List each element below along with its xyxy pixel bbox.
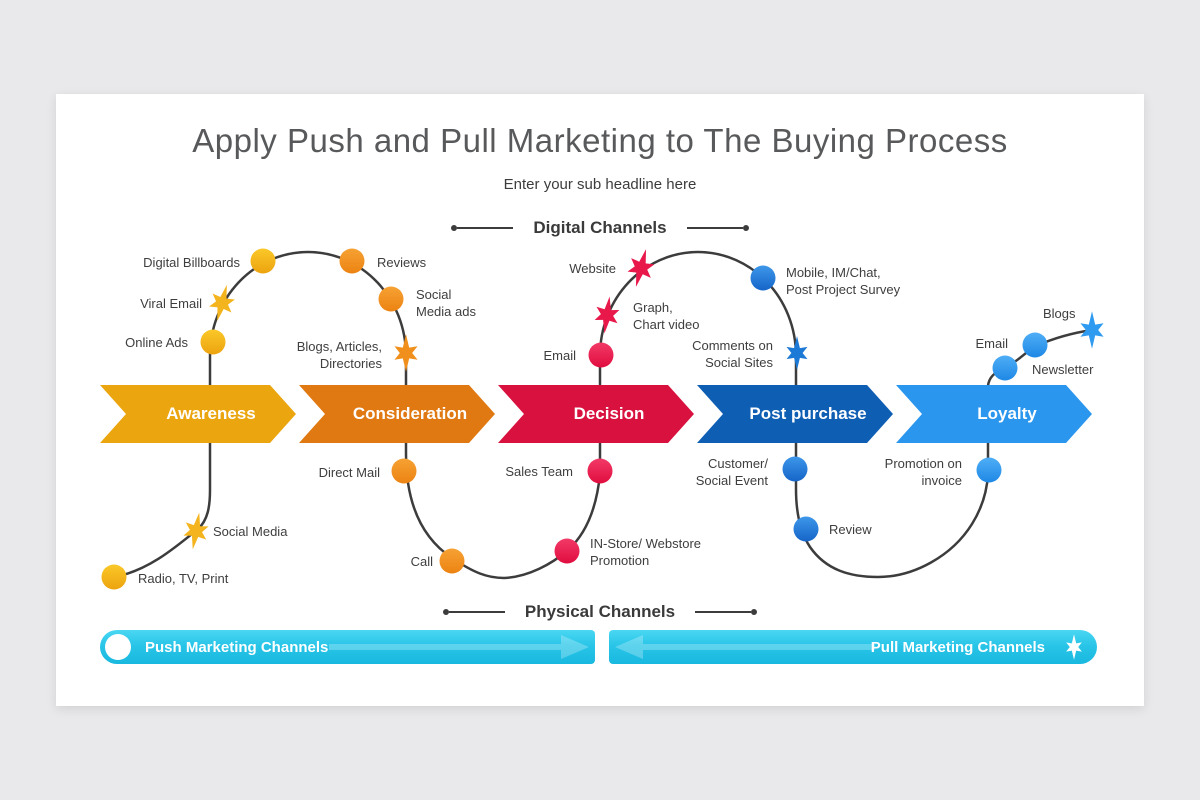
marker-reviews-circle (339, 248, 365, 274)
marker-blogs-articles-star (394, 334, 418, 372)
label-newsletter: Newsletter (1032, 362, 1094, 377)
pull-marketing-bar: Pull Marketing Channels (609, 630, 1097, 664)
label-customer-social-event: Customer/ Social Event (695, 456, 768, 488)
marker-mobile-circle (750, 265, 776, 291)
divider-line (457, 227, 514, 229)
stage-arrow-decision (498, 385, 694, 443)
marker-promotion-invoice-circle (976, 457, 1002, 483)
digital-channels-label: Digital Channels (533, 218, 667, 237)
label-graph-chart-video: Graph, Chart video (633, 300, 700, 332)
journey-curve (113, 250, 1093, 580)
line-dot (742, 225, 749, 231)
line-dot (451, 225, 458, 231)
label-reviews: Reviews (377, 255, 427, 270)
pull-star-icon (1059, 632, 1089, 662)
label-review: Review (829, 522, 872, 537)
stage-label-awareness: Awareness (166, 404, 256, 423)
label-email-loyalty: Email (975, 336, 1008, 351)
marker-direct-mail-circle (391, 458, 417, 484)
label-direct-mail: Direct Mail (318, 465, 380, 480)
label-social-media: Social Media (213, 524, 288, 539)
marker-email-decision-circle (588, 342, 614, 368)
page-title: Apply Push and Pull Marketing to The Buy… (192, 122, 1008, 159)
stage-label-post-purchase: Post purchase (749, 404, 867, 423)
page-subtitle: Enter your sub headline here (503, 176, 697, 193)
label-website: Website (569, 261, 616, 276)
label-call: Call (410, 554, 433, 569)
label-email-decision: Email (543, 348, 576, 363)
label-viral-email: Viral Email (140, 296, 202, 311)
divider-line (695, 611, 752, 613)
marker-online-ads-circle (200, 329, 226, 355)
stage-label-loyalty: Loyalty (977, 404, 1037, 423)
marker-radio-tv-print-circle (101, 564, 127, 590)
left-arrow-icon (615, 635, 875, 659)
buying-process-diagram (100, 245, 1104, 590)
label-mobile-im-chat: Mobile, IM/Chat, Post Project Survey (786, 265, 901, 297)
line-dot (751, 609, 758, 615)
marker-social-media-ads-circle (378, 286, 404, 312)
marker-graph-chart-star (592, 294, 622, 336)
label-blogs-articles-directories: Blogs, Articles, Directories (296, 339, 382, 371)
stage-arrow-loyalty (896, 385, 1092, 443)
divider-line (686, 227, 743, 229)
push-marketing-bar: Push Marketing Channels (100, 630, 595, 664)
stage-arrow-consideration (299, 385, 495, 443)
right-arrow-icon (329, 635, 589, 659)
digital-channels-header: Digital Channels (56, 218, 1144, 238)
label-social-media-ads: Social Media ads (416, 287, 476, 319)
marker-newsletter-circle (1022, 332, 1048, 358)
pull-bar-label: Pull Marketing Channels (870, 638, 1045, 656)
line-dot (442, 609, 449, 615)
label-in-store-webstore: IN-Store/ Webstore Promotion (590, 536, 702, 568)
marker-comments-star (786, 336, 808, 370)
label-digital-billboards: Digital Billboards (143, 255, 240, 270)
marker-call-circle (439, 548, 465, 574)
push-bar-label: Push Marketing Channels (145, 638, 329, 656)
marker-blogs-loyalty-star (1080, 311, 1104, 349)
slide-card: Apply Push and Pull Marketing to The Buy… (56, 94, 1144, 706)
push-circle-icon (105, 634, 131, 660)
marker-review-circle (793, 516, 819, 542)
stage-arrow-post-purchase (697, 385, 893, 443)
stage-label-consideration: Consideration (352, 404, 468, 423)
label-sales-team: Sales Team (505, 464, 573, 479)
label-comments-social-sites: Comments on Social Sites (692, 338, 773, 370)
label-online-ads: Online Ads (125, 335, 188, 350)
physical-channels-label: Physical Channels (524, 602, 676, 621)
stage-label-decision: Decision (573, 404, 645, 423)
label-radio-tv-print: Radio, TV, Print (138, 571, 229, 586)
marker-sales-team-circle (587, 458, 613, 484)
marker-email-loyalty-circle (992, 355, 1018, 381)
stage-arrow-awareness (100, 385, 296, 443)
label-blogs-loyalty: Blogs (1043, 306, 1076, 321)
marker-digital-billboards-circle (250, 248, 276, 274)
label-promotion-on-invoice: Promotion on invoice (884, 456, 962, 488)
marker-customer-event-circle (782, 456, 808, 482)
marker-in-store-circle (554, 538, 580, 564)
divider-line (448, 611, 505, 613)
physical-channels-header: Physical Channels (56, 602, 1144, 622)
